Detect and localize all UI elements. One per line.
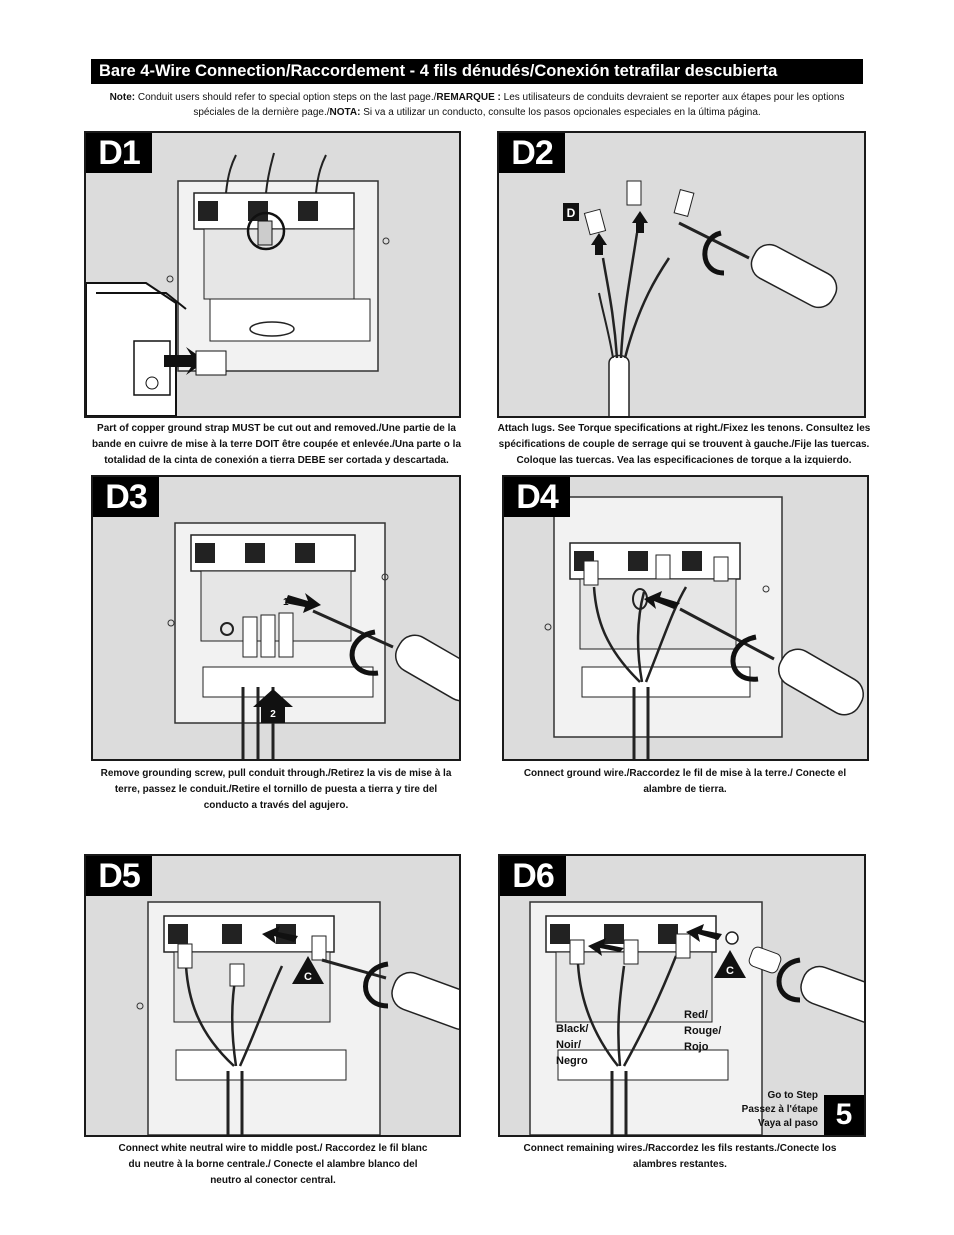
illustration-d3: 1 2 — [167, 522, 459, 759]
push-arrow-icon — [591, 233, 607, 255]
note-fr: Les utilisateurs de conduits devraient s… — [193, 92, 845, 118]
note-en: Conduit users should refer to special op… — [135, 92, 437, 103]
marker-2: 2 — [270, 709, 276, 720]
terminal-block-icon — [193, 192, 371, 342]
marker-d: D — [567, 206, 576, 220]
note-es-label: NOTA: — [329, 107, 361, 118]
marker-c-d5: C — [304, 971, 312, 983]
screwdriver-icon — [678, 221, 838, 309]
panel-d4: D4 — [502, 475, 869, 761]
red-label-en: Red/ — [684, 1009, 708, 1021]
marker-1: 1 — [283, 597, 289, 608]
caption-d1: Part of copper ground strap MUST be cut … — [91, 423, 462, 466]
caption-d2: Attach lugs. See Torque specifications a… — [497, 423, 871, 466]
panel-label-d1: D1 — [86, 133, 152, 173]
go-to-step-number: 5 — [824, 1095, 864, 1135]
note-es: Si va a utilizar un conducto, consulte l… — [360, 107, 761, 118]
caption-d5: Connect white neutral wire to middle pos… — [118, 1143, 428, 1186]
section-header: Bare 4-Wire Connection/Raccordement - 4 … — [91, 59, 863, 84]
goto-es: Vaya al paso — [757, 1118, 818, 1129]
black-label-fr: Noir/ — [556, 1039, 582, 1051]
goto-en: Go to Step — [767, 1090, 818, 1101]
black-wire-label: Black/ Noir/ Negro — [556, 1021, 588, 1069]
caption-d3: Remove grounding screw, pull conduit thr… — [100, 768, 452, 811]
note-fr-label: REMARQUE : — [436, 92, 501, 103]
red-label-es: Rojo — [684, 1041, 709, 1053]
panel-d5: D5 C — [84, 854, 461, 1137]
illustration-d5: C — [136, 901, 459, 1135]
panel-d1: D1 — [84, 131, 461, 418]
note-prefix: Note: — [109, 92, 136, 103]
panel-d3: D3 1 2 — [91, 475, 461, 761]
panel-label-d3: D3 — [93, 477, 159, 517]
conduit-note: Note: Conduit users should refer to spec… — [91, 90, 863, 120]
goto-fr: Passez à l'étape — [741, 1104, 818, 1115]
illustration-d4 — [544, 496, 864, 759]
illustration-d6: C — [529, 901, 864, 1135]
marker-c-d6: C — [726, 965, 734, 977]
rotate-arrow-icon — [702, 230, 725, 276]
red-wire-label: Red/ Rouge/ Rojo — [684, 1007, 721, 1055]
panel-label-d6: D6 — [500, 856, 566, 896]
caption-d6: Connect remaining wires./Raccordez les f… — [523, 1143, 837, 1170]
go-to-step-text: Go to Step Passez à l'étape Vaya al paso — [742, 1089, 818, 1131]
panel-d2: D2 D — [497, 131, 866, 418]
black-label-es: Negro — [556, 1055, 588, 1067]
red-label-fr: Rouge/ — [684, 1025, 722, 1037]
illustration-d2: D — [563, 180, 838, 416]
panel-label-d5: D5 — [86, 856, 152, 896]
illustration-d1 — [86, 152, 390, 416]
black-label-en: Black/ — [556, 1023, 589, 1035]
panel-d6: D6 C Black/ Noir/ Negro Red/ Rouge/ Rojo… — [498, 854, 866, 1137]
panel-label-d4: D4 — [504, 477, 570, 517]
panel-label-d2: D2 — [499, 133, 565, 173]
caption-d4: Connect ground wire./Raccordez le fil de… — [523, 768, 847, 795]
